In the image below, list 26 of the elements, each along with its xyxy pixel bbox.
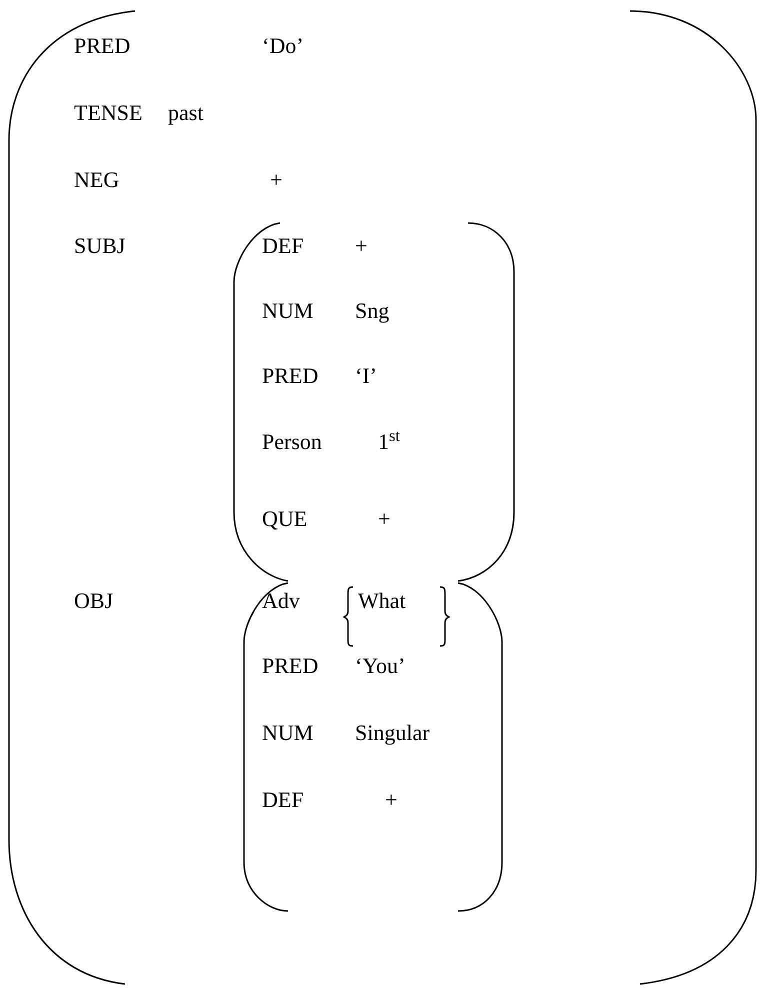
matrix-text: ‘I’	[355, 363, 377, 389]
matrix-text: ‘You’	[355, 653, 406, 679]
matrix-text: 1$^{st}$	[378, 429, 400, 455]
matrix-text: PRED	[74, 33, 130, 59]
matrix-text: ‘Do’	[262, 33, 304, 59]
matrix-text: +	[378, 506, 390, 532]
matrix-text: What	[358, 588, 406, 614]
matrix-text: Adv	[262, 588, 300, 614]
matrix-text: TENSE	[74, 100, 142, 126]
matrix-text: past	[168, 100, 204, 126]
matrix-text: Sng	[355, 298, 390, 324]
matrix-text: PRED	[262, 653, 318, 679]
matrix-text: +	[355, 233, 368, 259]
matrix-text: +	[385, 787, 398, 813]
matrix-text: NUM	[262, 298, 314, 324]
matrix-text: DEF	[262, 787, 304, 813]
matrix-text: DEF	[262, 233, 304, 259]
matrix-text: QUE	[262, 506, 308, 532]
matrix-text: SUBJ	[74, 233, 126, 259]
matrix-text: NEG	[74, 167, 120, 193]
matrix-text: PRED	[262, 363, 318, 389]
matrix-text: +	[270, 167, 282, 193]
matrix-text: Person	[262, 429, 322, 455]
matrix-text: OBJ	[74, 588, 114, 614]
matrix-text: Singular	[355, 720, 430, 746]
matrix-text: NUM	[262, 720, 314, 746]
